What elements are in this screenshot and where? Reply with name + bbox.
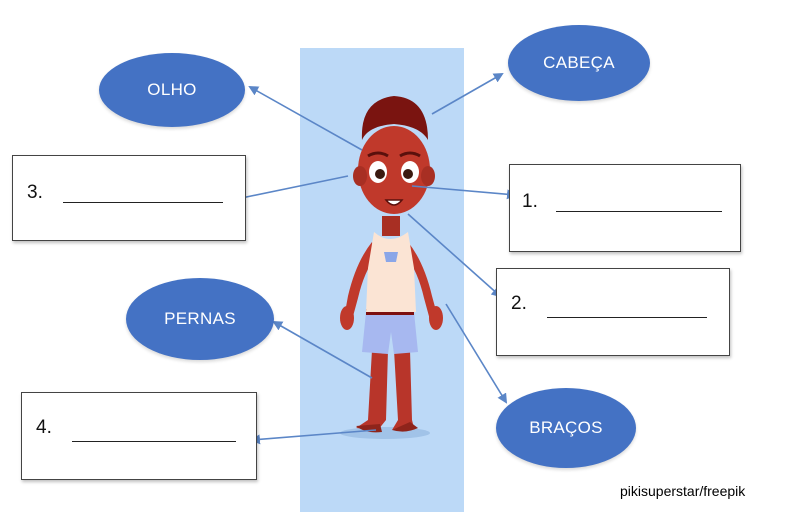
arrow-box1 — [411, 185, 517, 200]
box-1-blank-line[interactable] — [556, 211, 722, 212]
box-4-blank-line[interactable] — [72, 441, 236, 442]
oval-olho: OLHO — [99, 53, 245, 127]
oval-olho-label: OLHO — [147, 80, 197, 99]
arrow-box3 — [230, 175, 349, 204]
oval-pernas-label: PERNAS — [164, 309, 236, 328]
arrow-olho — [248, 86, 363, 151]
oval-cabeca-label: CABEÇA — [543, 53, 615, 72]
arrow-bracos — [445, 303, 508, 404]
box-4-number: 4. — [36, 417, 52, 438]
box-2-number: 2. — [511, 293, 527, 314]
arrow-box4 — [250, 429, 377, 445]
answer-box-2: 2. — [496, 268, 730, 356]
arrow-pernas — [272, 321, 373, 379]
oval-cabeca: CABEÇA — [508, 25, 650, 101]
box-1-number: 1. — [522, 191, 538, 212]
arrow-box2 — [407, 213, 502, 298]
box-2-blank-line[interactable] — [547, 317, 707, 318]
answer-box-4: 4. — [21, 392, 257, 480]
arrow-cabeca — [431, 73, 504, 115]
oval-bracos-label: BRAÇOS — [529, 418, 603, 437]
oval-bracos: BRAÇOS — [496, 388, 636, 468]
box-3-number: 3. — [27, 182, 43, 203]
box-3-blank-line[interactable] — [63, 202, 223, 203]
answer-box-3: 3. — [12, 155, 246, 241]
image-credit: pikisuperstar/freepik — [620, 483, 746, 499]
oval-pernas: PERNAS — [126, 278, 274, 360]
answer-box-1: 1. — [509, 164, 741, 252]
